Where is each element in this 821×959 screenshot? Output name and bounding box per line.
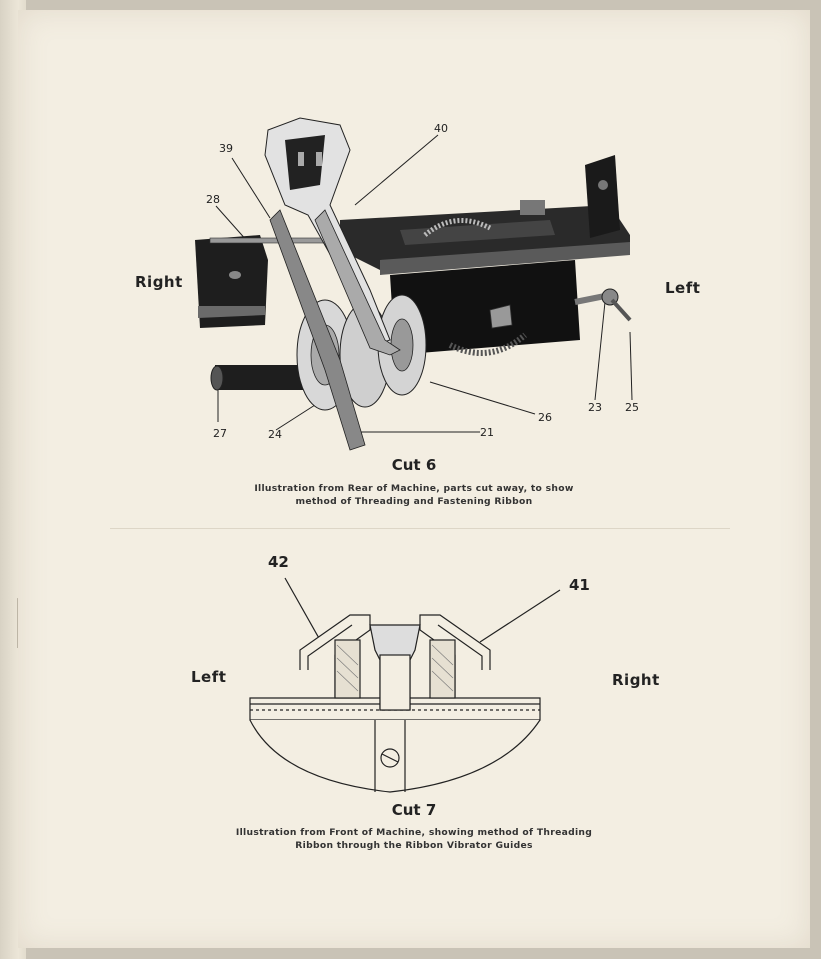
cut7-illustration [249, 577, 561, 793]
callout-39: 39 [219, 142, 233, 155]
document-page [18, 10, 810, 948]
cut6-caption-line1: Illustration from Rear of Machine, parts… [254, 483, 574, 494]
section-divider [110, 528, 730, 529]
callout-41: 41 [569, 576, 590, 594]
callout-40: 40 [434, 122, 448, 135]
cut6-leader-lines [215, 134, 633, 433]
callout-27: 27 [213, 427, 227, 440]
cut6-label-right: Right [135, 273, 183, 291]
callout-23: 23 [588, 401, 602, 414]
callout-25: 25 [625, 401, 639, 414]
cut7-caption-line2: Ribbon through the Ribbon Vibrator Guide… [295, 840, 533, 851]
cut7-caption-line1: Illustration from Front of Machine, show… [235, 827, 593, 838]
cut7-label-left: Left [191, 668, 227, 686]
cut6-caption-line2: method of Threading and Fastening Ribbon [295, 496, 533, 507]
callout-28: 28 [206, 193, 220, 206]
cut6-illustration [195, 117, 633, 451]
cut7-title: Cut 7 [391, 801, 437, 819]
callout-26: 26 [538, 411, 552, 424]
cut6-label-left: Left [665, 279, 701, 297]
callout-42: 42 [268, 553, 289, 571]
cut6-title: Cut 6 [391, 456, 437, 474]
callout-24: 24 [268, 428, 282, 441]
cut7-label-right: Right [612, 671, 660, 689]
callout-21: 21 [480, 426, 494, 439]
